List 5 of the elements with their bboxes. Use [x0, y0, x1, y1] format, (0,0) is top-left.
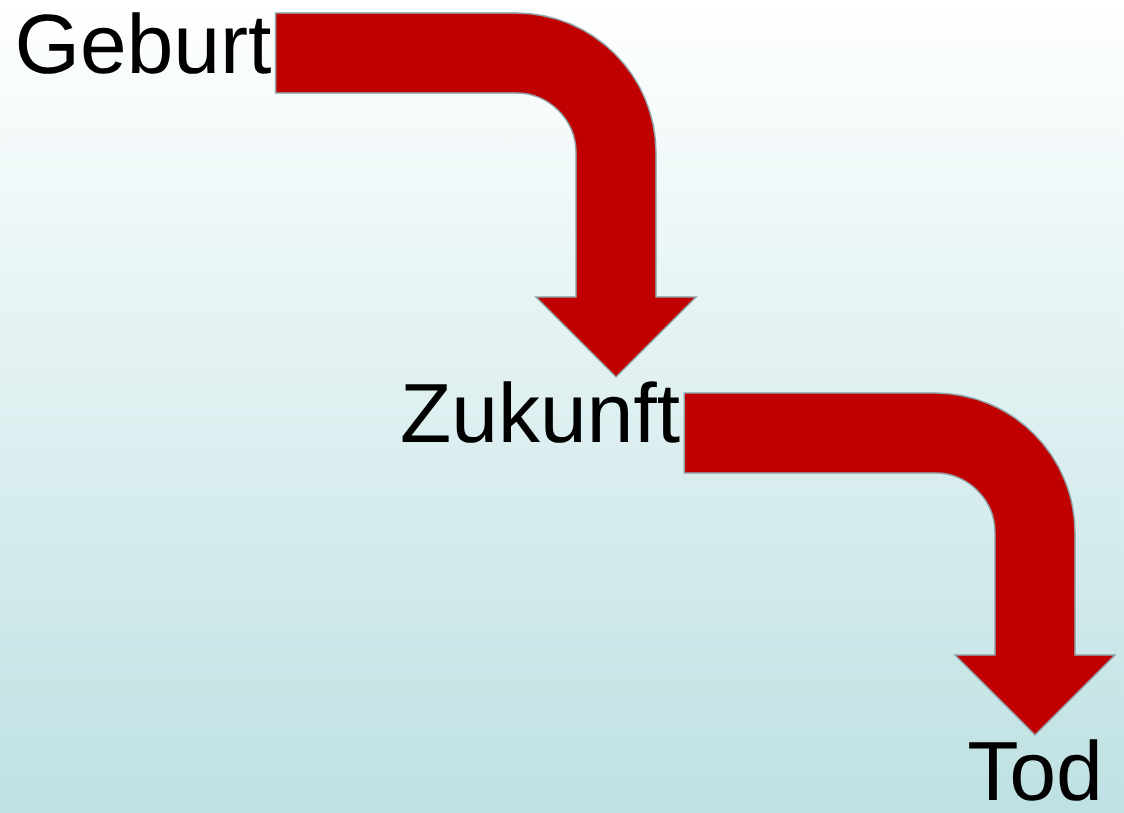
- node-label: Geburt: [18, 12, 271, 74]
- node-label: Zukunft: [402, 381, 680, 443]
- bent-arrow: [683, 392, 1116, 736]
- node-label: Tod: [969, 739, 1098, 801]
- bent-arrow: [274, 12, 697, 378]
